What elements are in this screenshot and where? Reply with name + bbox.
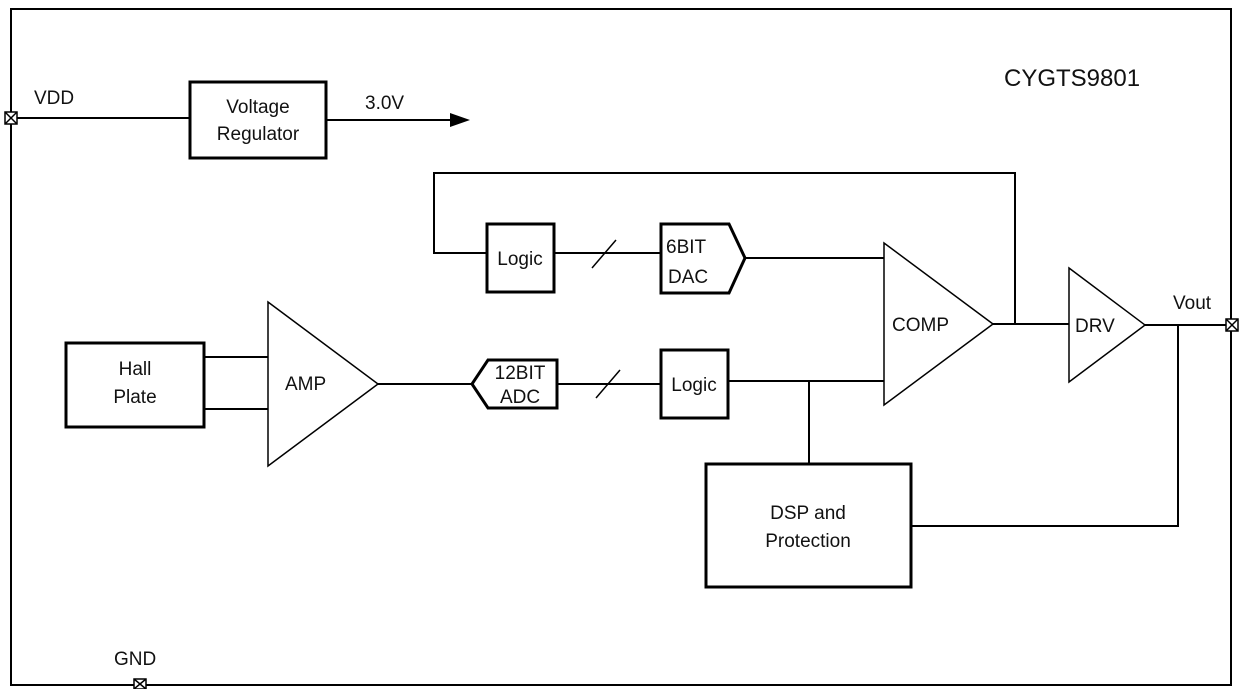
dsp-protection-block <box>704 462 913 589</box>
vout-pin-label: Vout <box>1173 293 1212 314</box>
hall-plate-label-line2: Plate <box>113 387 156 408</box>
dsp-feedback-wire <box>911 325 1179 527</box>
comp-feedback-loop-wire <box>433 172 1016 324</box>
voltage-regulator-label-line1: Voltage <box>226 97 289 118</box>
dsp-label-line2: Protection <box>765 531 851 552</box>
logic-bottom-block <box>659 348 730 420</box>
amp-block <box>267 300 380 468</box>
adc-label-line1: 12BIT <box>495 363 546 384</box>
voltage-regulator-label-line2: Regulator <box>217 124 300 145</box>
regulator-output-arrow-icon <box>450 113 470 127</box>
chip-boundary <box>10 8 1232 686</box>
dac-label-line2: DAC <box>668 267 708 288</box>
vdd-pin <box>4 111 18 125</box>
hall-plate-label-line1: Hall <box>119 359 152 380</box>
voltage-regulator-block <box>188 80 328 160</box>
hall-plate-block <box>64 341 206 429</box>
dac-label-line1: 6BIT <box>666 237 707 258</box>
adc-label-line2: ADC <box>500 387 540 408</box>
dsp-label-line1: DSP and <box>770 503 846 524</box>
drv-label: DRV <box>1075 316 1115 337</box>
comp-label: COMP <box>892 315 949 336</box>
dac-bus-slash <box>591 239 617 269</box>
logic-bottom-label: Logic <box>671 375 716 396</box>
gnd-pin-label: GND <box>114 649 156 670</box>
adc-bus-slash <box>595 369 621 399</box>
vdd-pin-label: VDD <box>34 88 74 109</box>
regulator-output-voltage: 3.0V <box>365 93 404 114</box>
drv-block <box>1068 266 1147 384</box>
gnd-pin <box>133 678 147 689</box>
comp-block <box>883 241 995 407</box>
dac-block <box>659 222 747 295</box>
logic-top-label: Logic <box>497 249 542 270</box>
vout-pin <box>1225 318 1239 332</box>
chip-name: CYGTS9801 <box>1004 65 1140 92</box>
logic-top-block <box>485 222 556 294</box>
amp-label: AMP <box>285 374 326 395</box>
